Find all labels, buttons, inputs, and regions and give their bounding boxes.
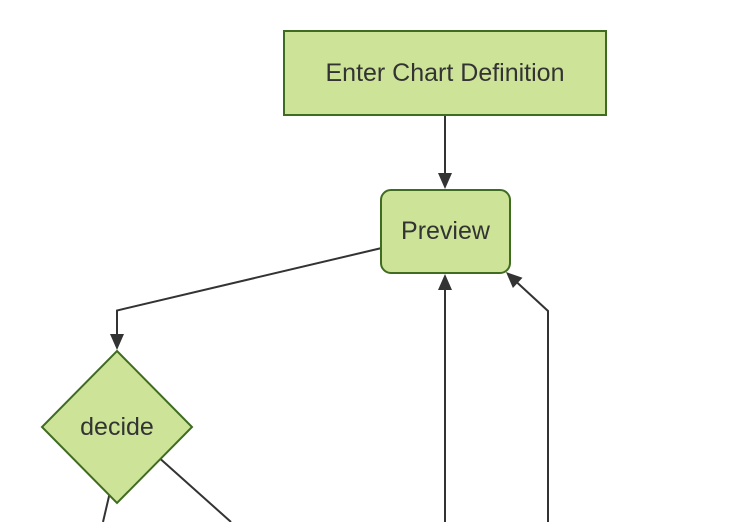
node-decide — [40, 349, 194, 505]
edge-decide-to-offscreen-right — [155, 454, 232, 522]
node-preview — [380, 189, 511, 274]
arrowhead-icon — [438, 173, 452, 189]
node-enter-chart-definition — [283, 30, 607, 116]
node-layer — [40, 30, 607, 505]
arrowhead-icon — [506, 272, 523, 288]
edge-layer — [102, 114, 549, 522]
edge-preview-to-decide — [116, 246, 387, 336]
arrowhead-icon — [438, 274, 452, 290]
edge-offscreen-to-preview-corner — [515, 280, 549, 522]
arrowhead-icon — [110, 334, 124, 350]
edge-decide-to-offscreen-left — [102, 491, 111, 522]
